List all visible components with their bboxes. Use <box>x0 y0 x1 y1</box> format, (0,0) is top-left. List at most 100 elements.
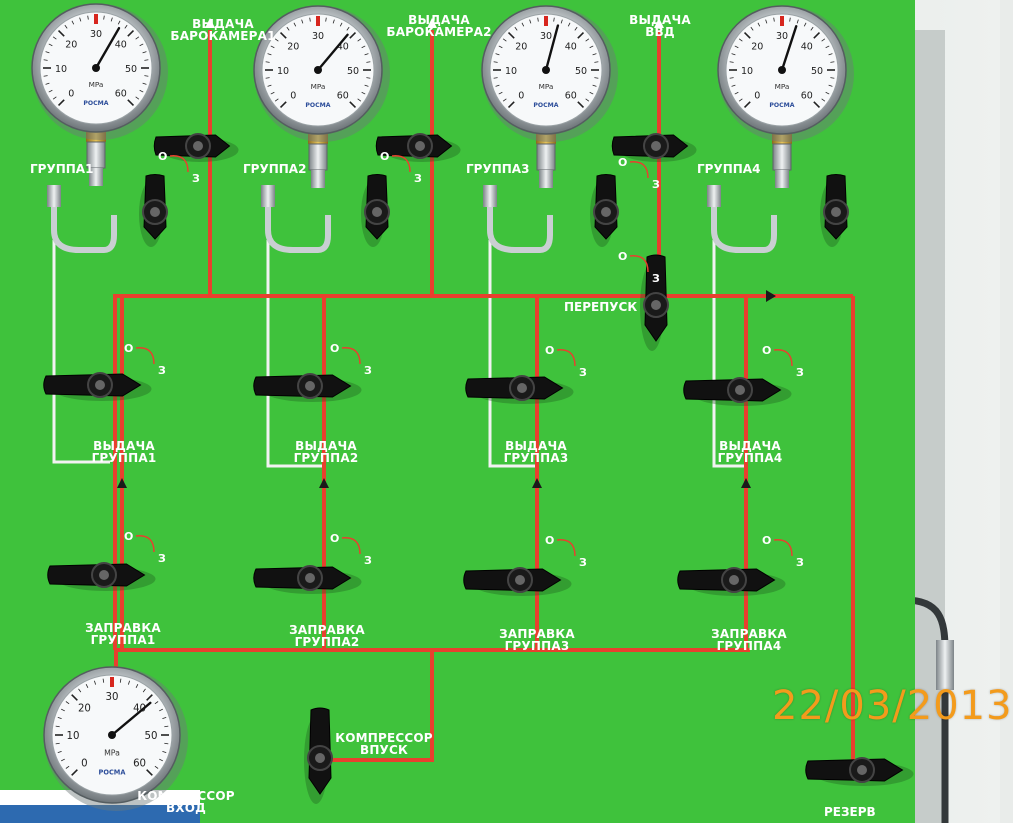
gauge-scale-label: 40 <box>133 703 146 714</box>
valve-handle-icon[interactable] <box>139 174 168 248</box>
fill-label-1: ЗАПРАВКА ГРУППА1 <box>68 622 178 646</box>
svg-text:О: О <box>545 534 554 547</box>
fill-label-4: ЗАПРАВКА ГРУППА4 <box>694 628 804 652</box>
valve-handle-icon[interactable] <box>253 373 362 402</box>
group-label-1: ГРУППА1 <box>30 162 94 176</box>
valve-handle-icon[interactable] <box>683 377 792 406</box>
gauge-scale-label: 50 <box>347 66 359 77</box>
svg-text:О: О <box>124 342 133 355</box>
valve-handle-icon[interactable] <box>253 565 362 594</box>
svg-text:О: О <box>330 532 339 545</box>
fill-label-2: ЗАПРАВКА ГРУППА2 <box>272 624 382 648</box>
gauge-unit: MPa <box>104 748 120 757</box>
gauge-scale-label: 50 <box>811 66 823 77</box>
issue-label-3: ВЫДАЧА ГРУППА3 <box>486 440 586 464</box>
valve-handle-icon[interactable] <box>361 174 390 248</box>
valve-handle-icon[interactable] <box>43 372 152 401</box>
valve-position-marks: ОЗ <box>545 344 587 379</box>
svg-text:З: З <box>364 364 372 377</box>
valve-position-marks: ОЗ <box>330 342 372 377</box>
fill-line1: ЗАПРАВКА <box>289 623 365 637</box>
compressor-intake-label: КОМПРЕССОР ВПУСК <box>334 732 434 756</box>
gauge-scale-label: 20 <box>78 703 91 714</box>
issue-label-2: ВЫДАЧА ГРУППА2 <box>276 440 376 464</box>
valve-handle-icon[interactable] <box>611 133 697 162</box>
svg-text:З: З <box>192 172 200 185</box>
gauge-needle <box>94 26 121 70</box>
valve-handle-icon[interactable] <box>47 562 156 591</box>
svg-text:О: О <box>545 344 554 357</box>
gauge-scale-label: 0 <box>518 91 524 102</box>
gauge-scale-label: 60 <box>337 91 349 102</box>
valve-handle-icon[interactable] <box>465 375 574 404</box>
gauge-scale-label: 10 <box>55 64 67 75</box>
gauge-needle <box>110 701 152 737</box>
svg-text:О: О <box>618 156 627 169</box>
valve-handle-icon[interactable] <box>375 133 461 162</box>
gauge-brand: РОСМА <box>533 102 558 109</box>
valve-position-marks: ОЗ <box>545 534 587 569</box>
valve-position-marks: ОЗ <box>618 156 660 191</box>
valve-handle-icon[interactable] <box>590 174 619 248</box>
compressor-inlet-label: КОМПРЕССОР ВХОД <box>136 790 236 814</box>
valve-handle-icon[interactable] <box>677 567 786 596</box>
issue-line1: ВЫДАЧА <box>719 439 781 453</box>
gauge-scale-label: 40 <box>801 41 813 52</box>
gauge-scale-label: 60 <box>133 759 146 770</box>
inlet-line2: ВХОД <box>165 801 207 815</box>
valve-handle-icon[interactable] <box>805 757 914 786</box>
svg-text:З: З <box>158 552 166 565</box>
issue-line2: ГРУППА2 <box>293 451 359 465</box>
gauge-scale-label: 30 <box>776 31 788 42</box>
gauge-unit: MPa <box>311 82 326 91</box>
gauge-scale-label: 50 <box>125 64 137 75</box>
gauge-needle <box>544 24 560 72</box>
valve-handle-icon[interactable] <box>153 133 239 162</box>
svg-text:З: З <box>579 556 587 569</box>
valve-handle-icon[interactable] <box>304 707 333 804</box>
svg-text:З: З <box>652 272 660 285</box>
group-label-2: ГРУППА2 <box>243 162 307 176</box>
svg-text:О: О <box>158 150 167 163</box>
gauge-scale-label: 60 <box>565 91 577 102</box>
svg-text:О: О <box>762 534 771 547</box>
pipe-fitting-icon <box>483 185 553 253</box>
svg-text:З: З <box>414 172 422 185</box>
fill-line1: ЗАПРАВКА <box>499 627 575 641</box>
svg-text:О: О <box>124 530 133 543</box>
output-line1: ВЫДАЧА <box>192 17 254 31</box>
gauge-scale-label: 10 <box>505 66 517 77</box>
pipe-fitting-icon <box>47 185 117 253</box>
intake-line2: ВПУСК <box>359 743 409 757</box>
valve-position-marks: ОЗ <box>618 250 660 285</box>
gauge-scale-label: 20 <box>287 41 299 52</box>
svg-text:О: О <box>618 250 627 263</box>
output-line2: ВВД <box>645 25 675 39</box>
gauge-scale-label: 50 <box>575 66 587 77</box>
output-line1: ВЫДАЧА <box>629 13 691 27</box>
svg-text:З: З <box>158 364 166 377</box>
output-label-vvd: ВЫДАЧА ВВД <box>620 14 700 38</box>
svg-text:О: О <box>380 150 389 163</box>
gauge-scale-label: 0 <box>81 759 87 770</box>
gauge-scale-label: 10 <box>741 66 753 77</box>
valve-position-marks: ОЗ <box>330 532 372 567</box>
gauge-scale-label: 60 <box>801 91 813 102</box>
valve-position-marks: ОЗ <box>158 150 200 185</box>
valve-handle-icon[interactable] <box>463 567 572 596</box>
valve-handle-icon[interactable] <box>820 174 849 248</box>
output-line2: БАРОКАМЕРА1 <box>170 29 276 43</box>
intake-line1: КОМПРЕССОР <box>335 731 433 745</box>
group-label-4: ГРУППА4 <box>697 162 761 176</box>
gauge-scale-label: 30 <box>312 31 324 42</box>
issue-line1: ВЫДАЧА <box>93 439 155 453</box>
gauge-brand: РОСМА <box>99 769 127 777</box>
gauge-scale-label: 40 <box>337 41 349 52</box>
valve-handle-icon[interactable] <box>640 254 669 351</box>
gauge-scale-label: 30 <box>106 692 119 703</box>
